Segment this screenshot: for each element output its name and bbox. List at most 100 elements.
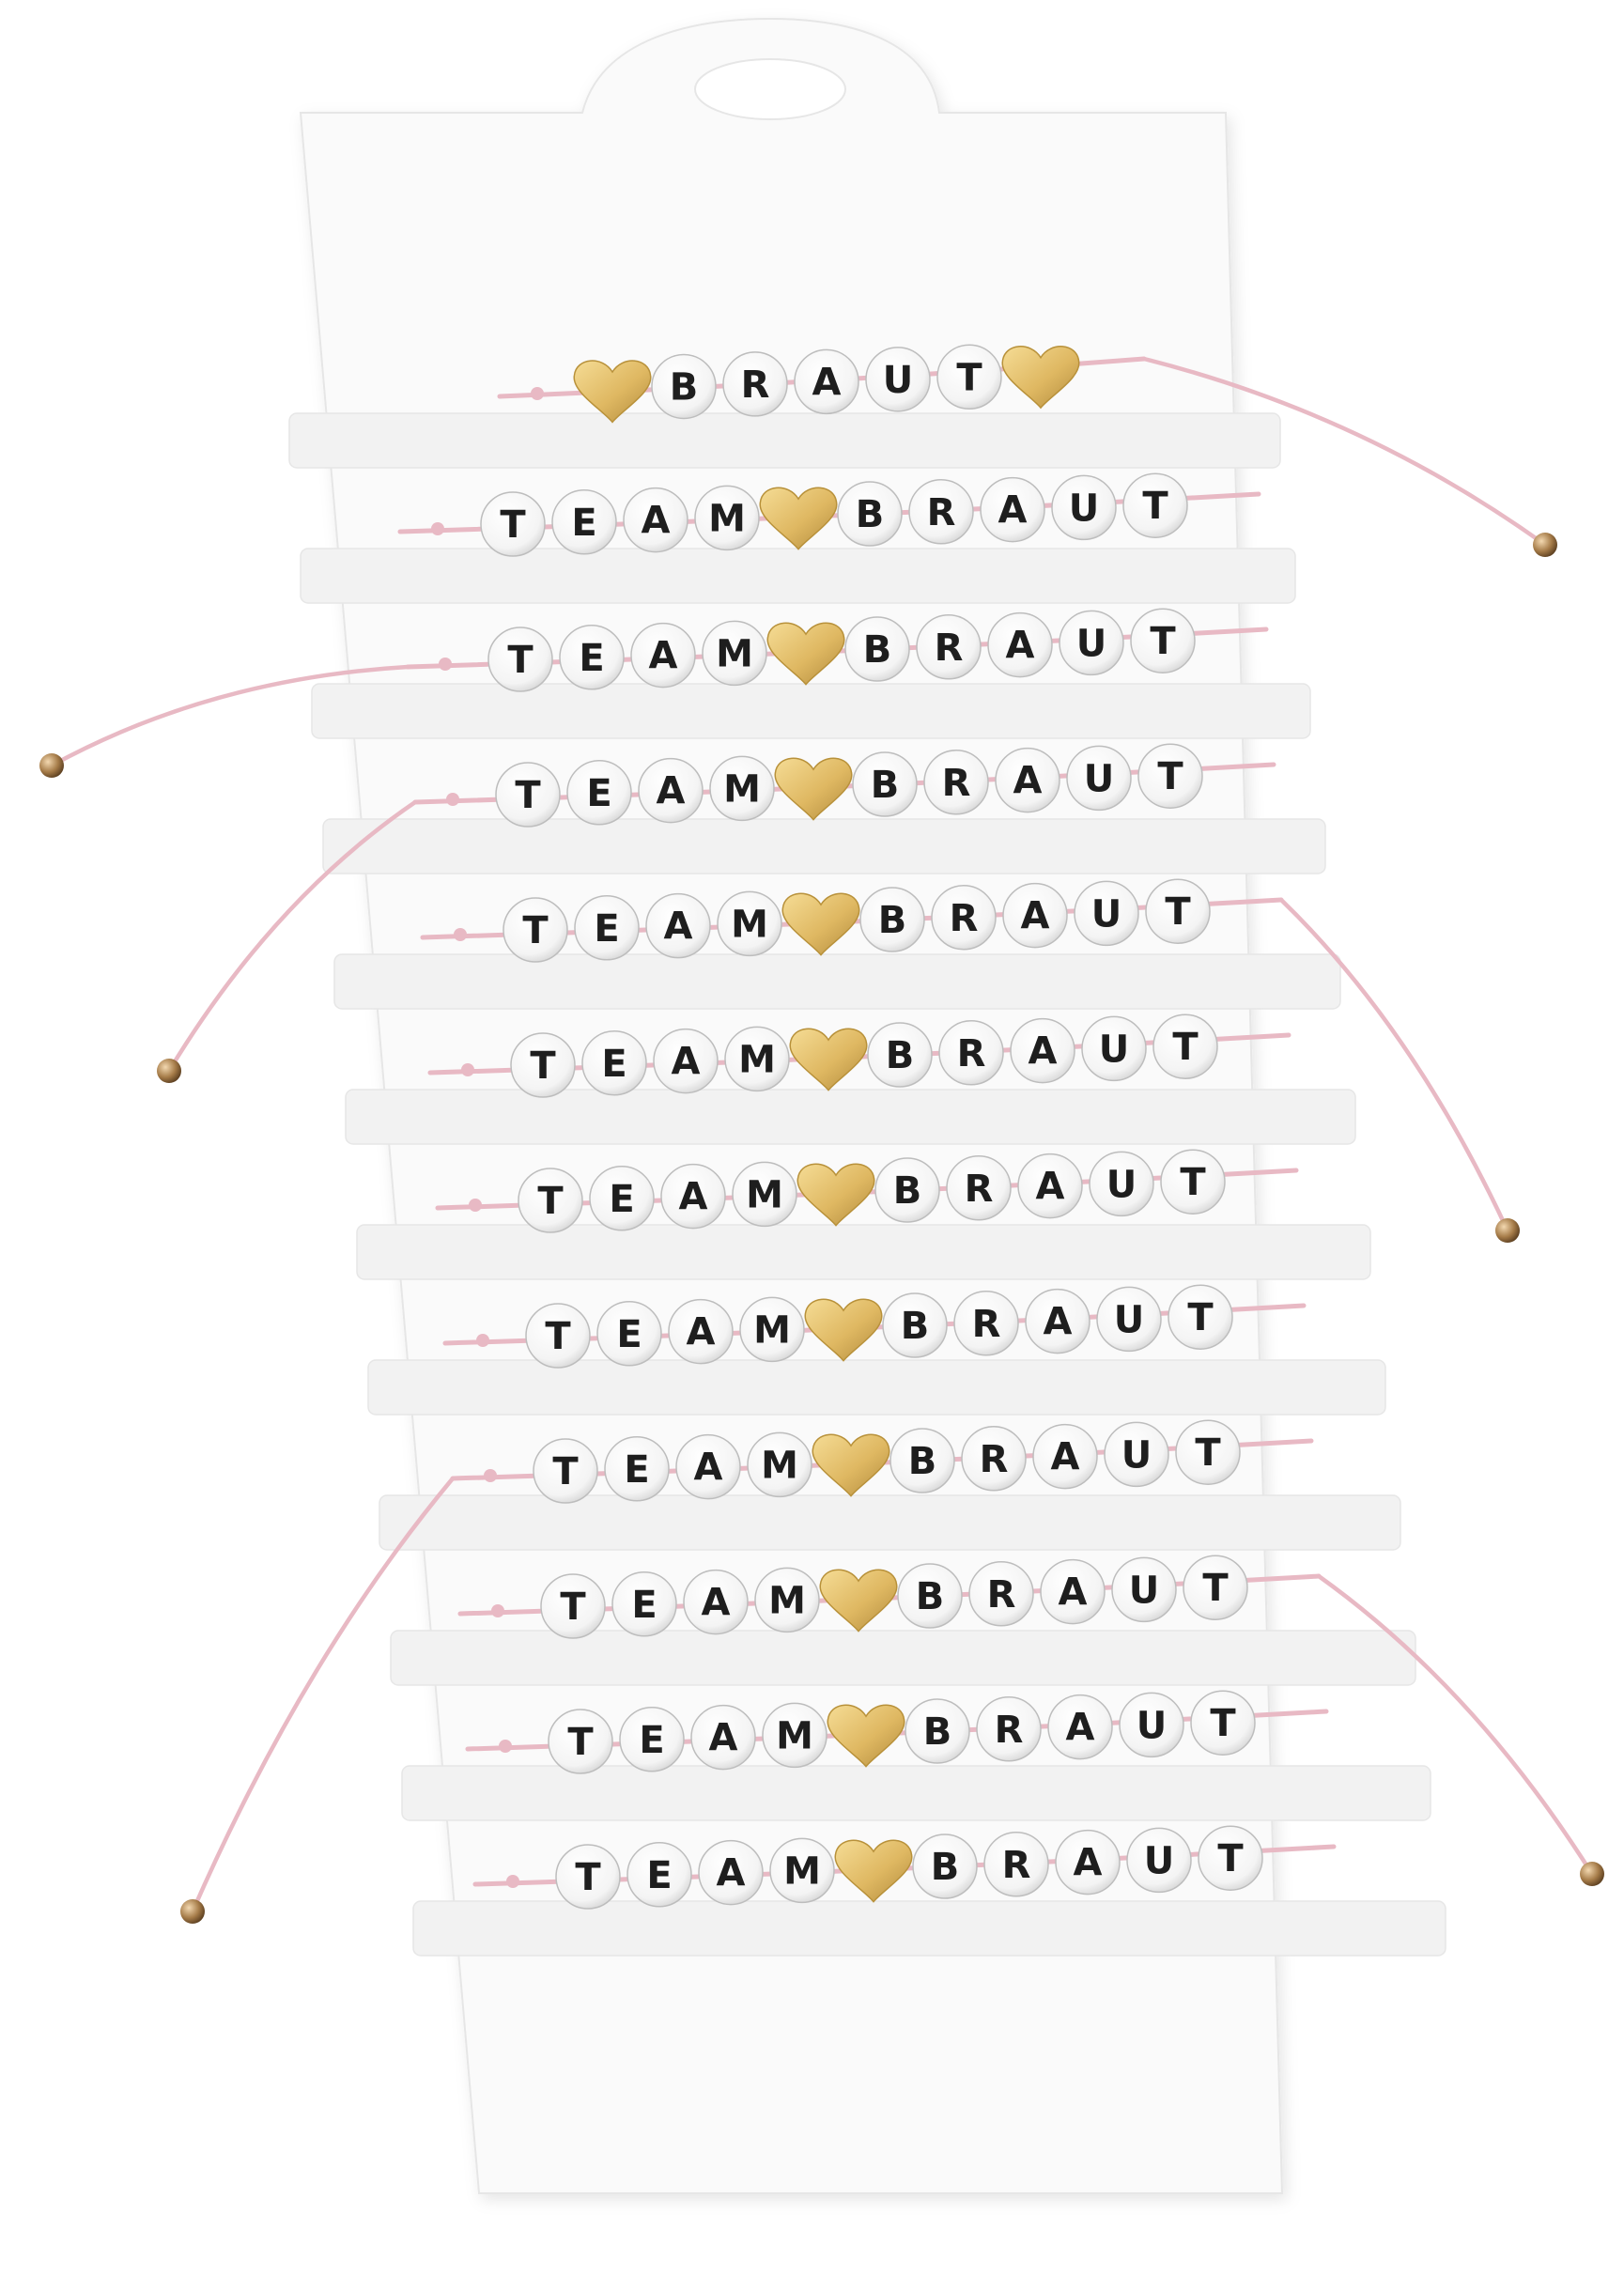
letter-bead [589,1166,655,1231]
letter-bead [995,747,1060,813]
bead-letter: T [1180,1161,1206,1204]
letter-bead [630,622,696,689]
loose-cord [1278,897,1510,1233]
knot [431,522,444,535]
bead-letter: R [1002,1844,1031,1887]
knot [469,1199,482,1212]
bead-letter: U [1121,1433,1152,1477]
bead-letter: T [560,1586,586,1629]
letter-bead [619,1707,685,1772]
letter-bead [510,1032,576,1098]
letter-bead [931,885,997,951]
card-tab [333,953,1341,1010]
bead-letter: M [723,767,761,811]
bead-letter: T [552,1450,579,1493]
bead-letter: T [1210,1702,1236,1745]
end-bead [1580,1862,1604,1886]
bead-letter: T [515,774,541,817]
letter-bead [946,1155,1012,1221]
bead-letter: U [1106,1163,1137,1206]
display-card [288,17,1446,2194]
bead-letter: E [594,907,619,951]
bead-letter: E [624,1448,649,1492]
loose-cord [49,664,410,768]
letter-bead [912,1834,978,1899]
bead-letter: E [586,772,611,815]
bead-letter: A [664,905,693,949]
bead-letter: B [871,764,900,807]
bead-letter: A [1059,1571,1088,1615]
heart-bead [781,892,860,956]
bead-letter: U [1099,1028,1129,1071]
knot [506,1875,519,1888]
letter-bead [908,479,974,545]
heart-bead [812,1433,890,1497]
letter-bead [1081,1015,1147,1082]
letter-bead [555,1844,621,1910]
bead-letter: A [1036,1166,1065,1209]
heart-bead [1001,346,1080,410]
bead-letter: M [738,1038,776,1081]
end-bead [157,1059,181,1083]
letter-bead [683,1569,749,1635]
letter-bead [961,1426,1027,1492]
letter-bead [980,476,1045,543]
bead-letter: B [908,1440,937,1483]
bead-letter: B [886,1034,915,1077]
letter-bead [1074,880,1139,947]
bead-letter: R [957,1032,986,1075]
letter-bead [1002,882,1068,949]
letter-bead [747,1431,812,1498]
letter-bead [987,611,1053,678]
letter-bead [1168,1284,1233,1350]
bead-letter: E [579,637,604,680]
bead-letter: T [1142,485,1168,528]
bead-letter: T [1187,1296,1214,1339]
heart-bead [766,622,845,686]
bead-letter: E [646,1854,672,1897]
bead-letter: B [856,493,885,536]
bead-letter: T [1165,890,1191,934]
bead-letter: A [687,1311,716,1354]
letter-bead [905,1698,970,1764]
bead-letter: T [1217,1837,1244,1880]
bead-letter: M [776,1714,813,1757]
bead-letter: M [746,1173,783,1216]
knot [491,1604,504,1617]
bead-letter: A [1013,760,1043,803]
bead-letter: T [530,1044,556,1088]
bead-letter: T [507,639,534,682]
heart-bead [759,487,838,550]
letter-bead [897,1563,963,1629]
letter-bead [1066,745,1132,812]
letter-bead [1059,610,1124,676]
bead-letter: B [863,628,892,672]
bead-letter: T [567,1721,594,1764]
bead-letter: E [601,1043,626,1086]
letter-bead [487,627,553,692]
letter-bead [976,1696,1042,1762]
knot [454,928,467,941]
knot [484,1469,497,1482]
letter-bead [623,487,688,553]
bead-letter: U [1069,487,1099,530]
letter-bead [559,625,625,690]
bead-letter: R [995,1709,1024,1752]
letter-bead [1126,1827,1192,1894]
letter-bead [533,1438,598,1504]
bead-letter: E [609,1178,634,1221]
letter-bead [722,351,788,417]
letter-bead [1104,1421,1169,1488]
letter-bead [596,1301,662,1367]
letter-bead [1175,1419,1241,1485]
bead-letter: R [741,364,770,407]
letter-bead [837,481,903,547]
letter-bead [889,1428,955,1493]
bead-letter: B [931,1846,960,1889]
